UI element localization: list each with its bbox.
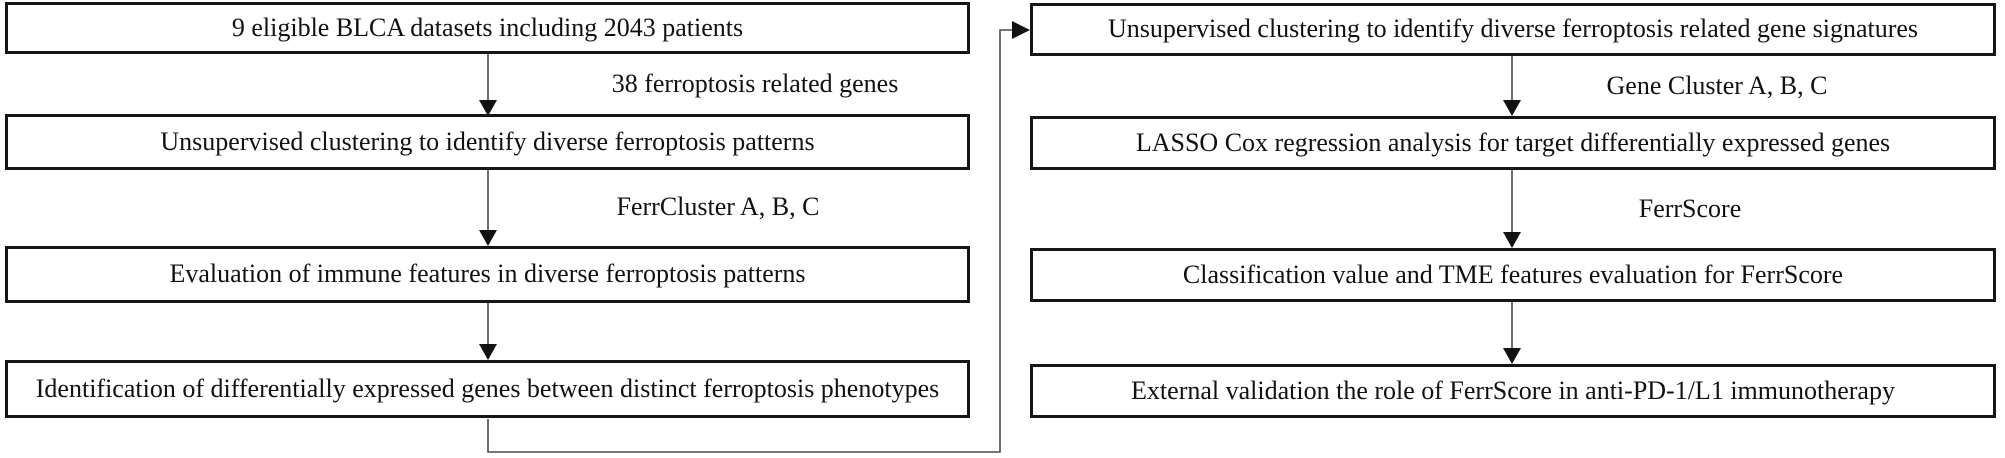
flow-box-left-1: 9 eligible BLCA datasets including 2043 … (5, 2, 970, 54)
elbow-connector (487, 21, 1030, 453)
flow-box-right-1: Unsupervised clustering to identify dive… (1030, 3, 1996, 56)
down-arrow-left-2 (479, 170, 497, 246)
flow-box-right-3: Classification value and TME features ev… (1030, 248, 1996, 302)
down-arrow-left-1 (479, 54, 497, 116)
down-arrow-right-1 (1503, 56, 1521, 116)
arrow-label-left-1: 38 ferroptosis related genes (611, 69, 899, 98)
flow-box-left-2: Unsupervised clustering to identify dive… (5, 114, 970, 170)
arrow-label-left-2: FerrCluster A, B, C (616, 192, 820, 221)
down-arrow-right-2 (1503, 170, 1521, 248)
flow-box-right-4: External validation the role of FerrScor… (1030, 364, 1996, 418)
flow-box-right-2: LASSO Cox regression analysis for target… (1030, 116, 1996, 170)
flow-box-left-3: Evaluation of immune features in diverse… (5, 246, 970, 303)
flow-box-left-4: Identification of differentially express… (5, 360, 970, 418)
down-arrow-left-3 (479, 303, 497, 360)
down-arrow-right-3 (1503, 302, 1521, 364)
arrow-label-right-1: Gene Cluster A, B, C (1606, 71, 1828, 100)
arrow-label-right-2: FerrScore (1638, 194, 1742, 223)
